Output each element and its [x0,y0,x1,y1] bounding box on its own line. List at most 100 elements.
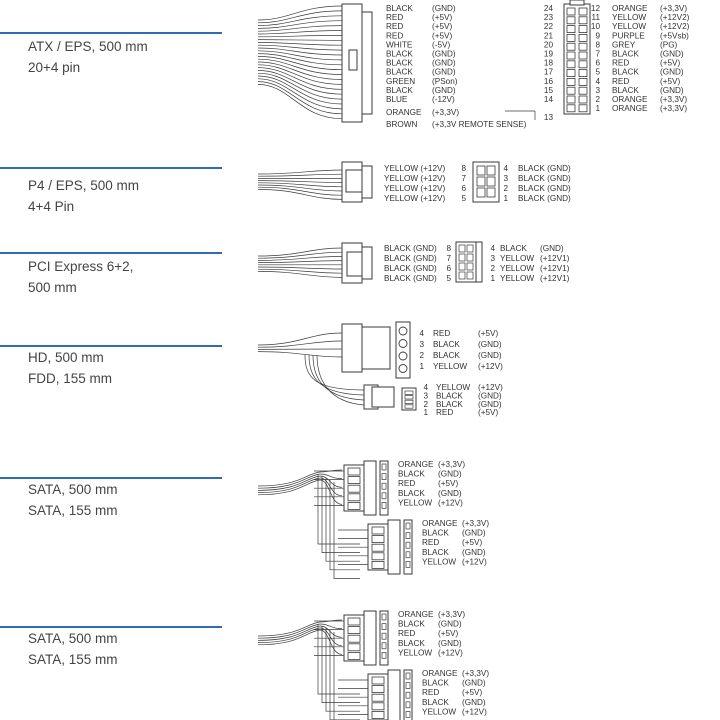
sata2-wire [257,629,321,646]
sata2-conn-a-wire-color: RED [398,629,415,638]
atx-right-wire-color: GREY [612,40,636,49]
section-title-line1: P4 / EPS, 500 mm [28,178,140,193]
atx-pin-number: 8 [595,40,600,49]
p4-pin-number: 6 [461,184,466,193]
sata2-conn-a-body [363,610,377,666]
atx-pin-number: 9 [595,31,600,40]
sata1-conn-b-pin [405,532,411,539]
p4-wire [257,184,343,192]
p4-pin-socket [476,176,486,187]
pcie-pin-number: 4 [490,244,495,253]
sata2-conn-b-wire-color: BLACK [422,698,449,707]
atx-pin-socket [566,34,576,42]
sata1-wire [257,477,321,493]
atx-right-wire-voltage: (PG) [660,40,678,49]
fdd-wire-voltage: (GND) [478,400,502,409]
sata2-wire [257,623,321,639]
pcie-right-wire-voltage: (GND) [540,244,564,253]
atx-wire [257,50,343,61]
sata2-conn-b-wire-voltage: (+5V) [462,688,483,697]
pcie-wire [257,260,343,263]
pcie-right-wire-voltage: (+12V1) [540,274,570,283]
hd-wire-color: BLACK [433,340,460,349]
p4-pin-socket [486,187,496,198]
sata2-conn-b-wire-voltage: (GND) [462,679,486,688]
sata2-branch-wire [333,632,335,720]
atx-wire [257,67,343,90]
sata2-conn-a-pin [381,613,387,621]
atx-left-wire-voltage: (-5V) [432,40,450,49]
atx-right-wire-color: YELLOW [612,22,646,31]
atx-connector-clip [361,11,373,115]
atx-right-wire-voltage: (+3,3V) [660,4,687,13]
pcie-wire [257,271,343,278]
sata1-wire [257,473,321,489]
sata1-conn-a-pin [381,502,387,509]
hd-wire [257,332,343,346]
atx-pin-number: 23 [544,13,554,22]
section-title-line1: SATA, 500 mm [28,482,118,497]
pcie-wire [257,266,343,270]
atx-left-wire-color: GREEN [386,77,415,86]
atx-left-wire-voltage: (+3,3V) [432,108,459,117]
sata1-wire [257,471,321,487]
sata2-conn-b-pin [405,701,411,709]
p4-wire [257,186,343,196]
atx-right-wire-color: ORANGE [612,104,648,113]
atx-wire [257,84,343,120]
sata1-conn-a-contact [347,501,361,510]
sata1-branch-wire [329,480,360,571]
sata1-conn-b-wire-color: BLACK [422,529,449,538]
fdd-pin-number: 1 [423,408,428,417]
hd-pin-socket [398,351,408,361]
atx-wire [257,47,343,56]
sata2-conn-b-wire-color: BLACK [422,679,449,688]
sata2-conn-a-wire-color: BLACK [398,620,425,629]
pcie-pin-number: 3 [490,254,495,263]
sata1-conn-b-contact [371,526,385,535]
atx-left-wire-voltage: (-12V) [432,95,455,104]
section-title-line1: SATA, 500 mm [28,631,118,646]
atx-right-wire-voltage: (+3,3V) [660,104,687,113]
section-title-line2: SATA, 155 mm [28,652,118,667]
sata1-conn-a-wire-color: ORANGE [398,460,434,469]
atx-wire [257,15,343,26]
p4-pin-number: 3 [503,174,508,183]
atx-right-wire-color: RED [612,77,629,86]
section-rule-p4 [0,167,222,169]
sata1-conn-a-wire-voltage: (+12V) [438,498,463,507]
atx-left-wire-voltage: (+5V) [432,13,453,22]
pcie-pin-socket [466,262,474,271]
sata1-conn-a-wire-color: RED [398,479,415,488]
pcie-pin-number: 1 [490,274,495,283]
fdd-connector-body [371,386,395,408]
atx-pin-socket [566,104,576,113]
pcie-wire [257,256,343,261]
sata2-conn-a-wire-color: ORANGE [398,610,434,619]
sata2-conn-b-contact [371,693,385,702]
sata2-conn-b-contact [371,702,385,711]
sata1-branch-wire [333,482,360,579]
pcie-right-wire-color: YELLOW [500,264,534,273]
fdd-wire-color: BLACK [436,391,463,400]
pcie-left-wire-label: BLACK (GND) [384,264,437,273]
p4-pin-socket [486,165,496,176]
sata2-link-wire [319,627,343,647]
sata2-conn-b-pin [405,682,411,689]
p4-right-wire-label: BLACK (GND) [518,164,571,173]
sata1-conn-b-contact [371,535,385,543]
p4-left-wire-label: YELLOW (+12V) [384,194,445,203]
atx-right-wire-color: BLACK [612,86,639,95]
sata2-conn-a-pin [381,642,387,650]
atx-pin-socket [566,86,576,95]
p4-pin-socket [476,165,486,176]
sata1-conn-a-wire-color: BLACK [398,489,425,498]
atx-wire [257,75,343,105]
atx-left-wire-voltage: (+3,3V REMOTE SENSE) [432,120,527,129]
section-rule-pcie [0,252,222,254]
hd-pin-socket [398,326,408,336]
sata1-link-wire [319,475,343,488]
sata2-conn-b-contact [371,676,385,685]
sata1-conn-b-wire-color: RED [422,538,439,547]
atx-right-wire-color: ORANGE [612,4,648,13]
